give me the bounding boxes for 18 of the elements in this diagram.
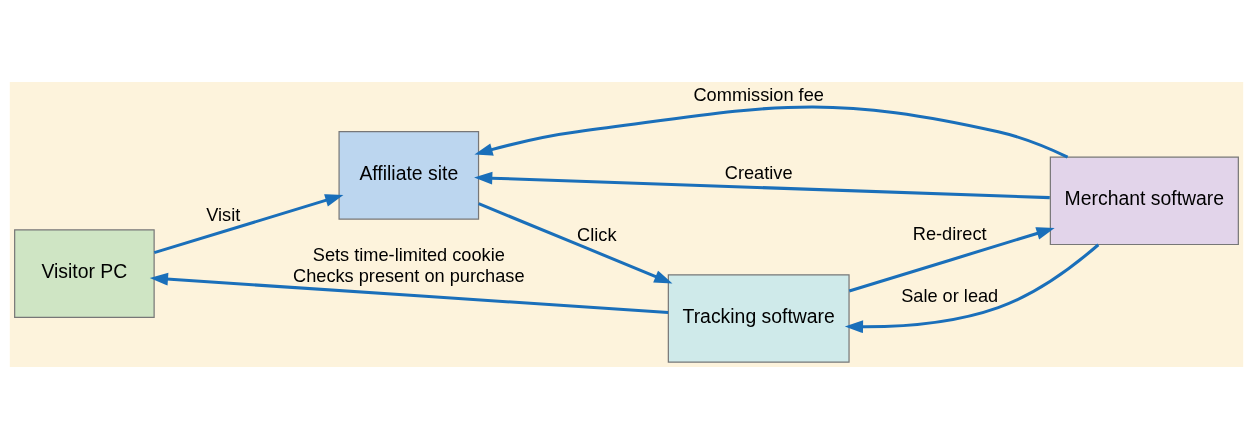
arrow <box>153 193 344 254</box>
edge-label: Sets time-limited cookie Checks present on purchase <box>293 244 525 286</box>
edge-label: Click <box>577 224 617 245</box>
arrow <box>474 104 1069 158</box>
node-box: Visitor PC <box>14 228 155 318</box>
node-box: Tracking software <box>667 273 850 363</box>
edge-label: Visit <box>206 204 241 225</box>
arrow <box>848 226 1055 292</box>
edge-label: Creative <box>724 162 793 183</box>
arrow <box>844 243 1100 333</box>
arrow <box>478 201 673 283</box>
node-box: Merchant software <box>1049 156 1239 245</box>
edge-label: Sale or lead <box>901 285 999 306</box>
arrow <box>149 272 669 314</box>
arrow <box>474 171 1050 199</box>
node-box: Affiliate site <box>338 130 480 220</box>
edge-label: Commission fee <box>693 84 824 105</box>
edge-label: Re-direct <box>912 223 987 244</box>
